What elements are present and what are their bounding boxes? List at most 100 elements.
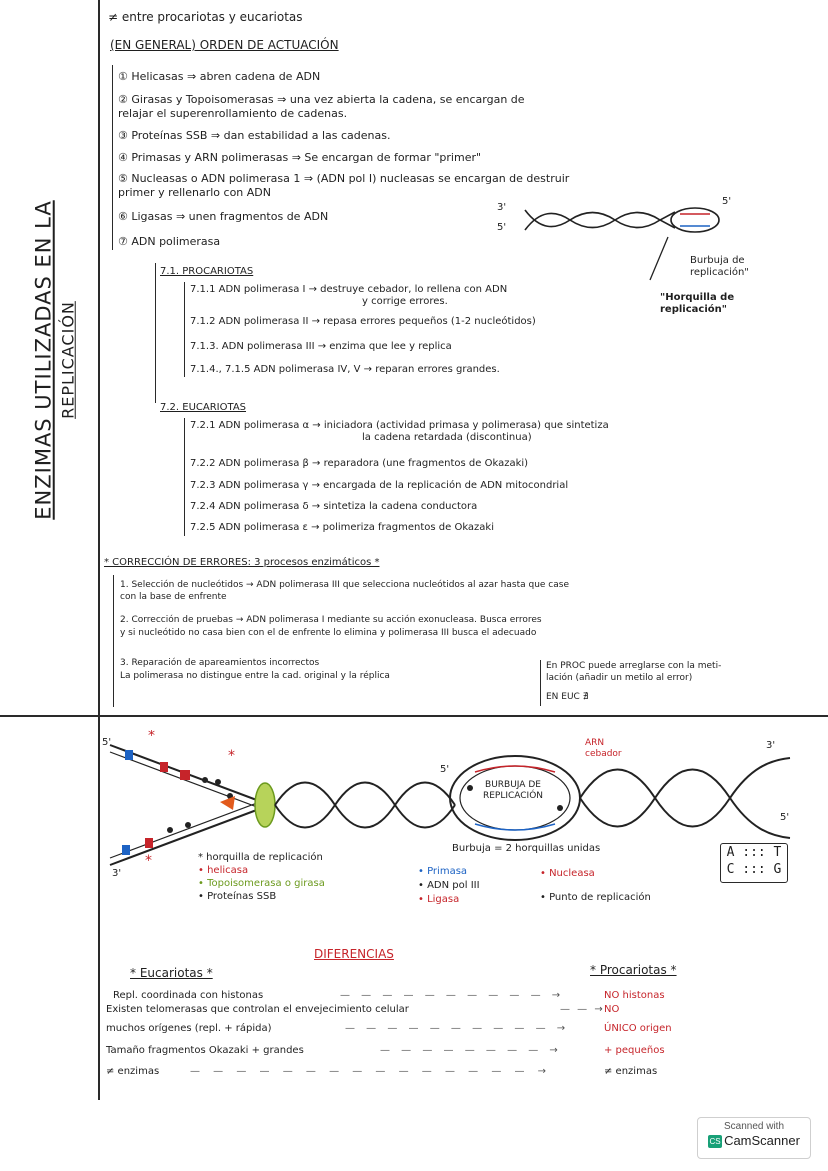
- correccion-heading: * CORRECCIÓN DE ERRORES: 3 procesos enzi…: [104, 557, 380, 568]
- pair-at: A ::: T: [726, 845, 782, 860]
- procariotas-bracket: [155, 263, 156, 403]
- legend-helicasa: • helicasa: [198, 865, 249, 876]
- legend-primasa: • Primasa: [418, 866, 468, 877]
- legend-horquilla: * horquilla de replicación: [198, 852, 323, 863]
- legend-burbuja: Burbuja = 2 horquillas unidas: [452, 843, 601, 854]
- mini-pointer-arrow: [649, 236, 669, 281]
- euc-item-2: 7.2.2 ADN polimerasa β → reparadora (une…: [190, 458, 529, 469]
- diff-row-3-dashes: — — — — — — — — — — →: [345, 1023, 570, 1034]
- mini-fork-note: "Horquilla de replicación": [660, 292, 735, 315]
- order-bracket: [112, 65, 113, 250]
- proc-item-1: 7.1.1 ADN polimerasa I → destruye cebado…: [190, 284, 508, 295]
- euc-item-1-cont: la cadena retardada (discontinua): [362, 432, 532, 443]
- diag-5prime-left: 5': [102, 737, 112, 748]
- euc-item-1: 7.2.1 ADN polimerasa α → iniciadora (act…: [190, 420, 609, 431]
- side-note-2: lación (añadir un metilo al error): [546, 673, 693, 683]
- legend-ssb: • Proteínas SSB: [198, 891, 277, 902]
- eucariotas-bracket: [184, 418, 185, 536]
- corr-item-1-cont: con la base de enfrente: [120, 592, 227, 602]
- diff-row-3-left: muchos orígenes (repl. + rápida): [106, 1023, 272, 1034]
- diag-5prime-bubble: 5': [440, 764, 450, 775]
- procariotas-inner-bracket: [184, 282, 185, 377]
- camscanner-logo-icon: CS: [708, 1135, 723, 1148]
- diff-row-4-left: Tamaño fragmentos Okazaki + grandes: [106, 1045, 304, 1056]
- order-item-5-cont: primer y rellenarlo con ADN: [118, 186, 271, 199]
- diag-5prime-right: 5': [780, 812, 790, 823]
- header-line1: ≠ entre procariotas y eucariotas: [108, 10, 303, 24]
- diff-row-4-right: + pequeños: [604, 1045, 665, 1056]
- legend-nucleasa: • Nucleasa: [540, 868, 595, 879]
- corr-item-3-cont: La polimerasa no distingue entre la cad.…: [120, 671, 390, 681]
- order-item-2-cont: relajar el superenrollamiento de cadenas…: [118, 107, 348, 120]
- corr-item-3: 3. Reparación de apareamientos incorrect…: [120, 658, 320, 668]
- diff-row-5-left: ≠ enzimas: [106, 1066, 160, 1077]
- legend-ligasa: • Ligasa: [418, 894, 460, 905]
- svg-text:*: *: [145, 853, 152, 869]
- legend-punto-replicacion: • Punto de replicación: [540, 892, 651, 903]
- horizontal-divider: [0, 715, 828, 717]
- diff-row-4-dashes: — — — — — — — — →: [380, 1045, 562, 1056]
- corr-item-2-cont: y si nucleótido no casa bien con el de e…: [120, 628, 537, 638]
- diff-row-2-right: NO: [604, 1004, 620, 1015]
- diff-row-3-right: ÚNICO origen: [604, 1023, 672, 1034]
- legend-adn-pol-iii: • ADN pol III: [418, 880, 480, 891]
- legend-topoisomerasa: • Topoisomerasa o girasa: [198, 878, 325, 889]
- mini-bubble-note: Burbuja de replicación": [690, 255, 749, 278]
- euc-item-5: 7.2.5 ADN polimerasa ε → polimeriza frag…: [190, 522, 495, 533]
- diferencias-title: DIFERENCIAS: [314, 947, 394, 961]
- mini-5prime: 5': [497, 222, 507, 233]
- eucariotas-heading: 7.2. EUCARIOTAS: [160, 402, 247, 413]
- diff-row-1-dashes: — — — — — — — — — — →: [340, 990, 565, 1001]
- proc-item-2: 7.1.2 ADN polimerasa II → repasa errores…: [190, 316, 536, 327]
- proc-item-1-cont: y corrige errores.: [362, 296, 448, 307]
- mini-5prime-right: 5': [722, 196, 732, 207]
- order-item-5: ⑤ Nucleasas o ADN polimerasa 1 ⇒ (ADN po…: [118, 172, 570, 185]
- side-title-line2: replicación: [58, 301, 78, 419]
- diag-3prime-left: 3': [112, 868, 122, 879]
- diff-row-1-right: NO histonas: [604, 990, 665, 1001]
- procariotas-header: * Procariotas *: [590, 963, 677, 977]
- vertical-margin-line: [98, 0, 100, 1100]
- header-line2: (EN GENERAL) ORDEN DE ACTUACIÓN: [110, 38, 339, 52]
- svg-text:*: *: [228, 748, 235, 764]
- pair-cg: C ::: G: [726, 862, 782, 877]
- svg-text:*: *: [148, 730, 155, 744]
- order-item-7: ⑦ ADN polimerasa: [118, 235, 221, 248]
- order-item-4: ④ Primasas y ARN polimerasas ⇒ Se encarg…: [118, 151, 482, 164]
- camscanner-name: CamScanner: [724, 1133, 800, 1148]
- order-item-3: ③ Proteínas SSB ⇒ dan estabilidad a las …: [118, 129, 391, 142]
- side-title-line1: Enzimas utilizadas en la: [31, 200, 56, 520]
- diff-row-2-left: Existen telomerasas que controlan el env…: [106, 1004, 409, 1015]
- order-item-2: ② Girasas y Topoisomerasas ⇒ una vez abi…: [118, 93, 525, 106]
- diag-3prime-right: 3': [766, 740, 776, 751]
- side-title: Enzimas utilizadas en la replicación: [32, 200, 79, 519]
- side-note-3: EN EUC ∄: [546, 692, 589, 702]
- procariotas-heading: 7.1. PROCARIOTAS: [160, 266, 254, 277]
- base-pairs-box: A ::: T C ::: G: [720, 843, 788, 883]
- diag-arn-cebador: ARN cebador: [585, 738, 622, 759]
- euc-item-3: 7.2.3 ADN polimerasa γ → encargada de la…: [190, 480, 569, 491]
- replication-fork-diagram: * * *: [109, 730, 791, 869]
- diff-row-5-right: ≠ enzimas: [604, 1066, 658, 1077]
- side-note-bracket: [540, 660, 541, 706]
- order-item-6: ⑥ Ligasas ⇒ unen fragmentos de ADN: [118, 210, 329, 223]
- scanned-with-text: Scanned with: [723, 1121, 785, 1132]
- correccion-bracket: [113, 575, 114, 707]
- eucariotas-header: * Eucariotas *: [130, 966, 213, 980]
- euc-item-4: 7.2.4 ADN polimerasa δ → sintetiza la ca…: [190, 501, 478, 512]
- mini-3prime: 3': [497, 202, 507, 213]
- order-item-1: ① Helicasas ⇒ abren cadena de ADN: [118, 70, 321, 83]
- diag-bubble-title: BURBUJA DE REPLICACIÓN: [482, 780, 544, 801]
- corr-item-1: 1. Selección de nucleótidos → ADN polime…: [120, 580, 569, 590]
- diff-row-1-left: Repl. coordinada con histonas: [113, 990, 264, 1001]
- diff-row-5-dashes: — — — — — — — — — — — — — — — →: [190, 1066, 552, 1077]
- helix-mini-diagram: [524, 207, 720, 233]
- corr-item-2: 2. Corrección de pruebas → ADN polimeras…: [120, 615, 542, 625]
- side-note-1: En PROC puede arreglarse con la meti-: [546, 661, 722, 671]
- proc-item-4: 7.1.4., 7.1.5 ADN polimerasa IV, V → rep…: [190, 364, 500, 375]
- diff-row-2-dashes: — — →: [560, 1004, 605, 1015]
- proc-item-3: 7.1.3. ADN polimerasa III → enzima que l…: [190, 341, 452, 352]
